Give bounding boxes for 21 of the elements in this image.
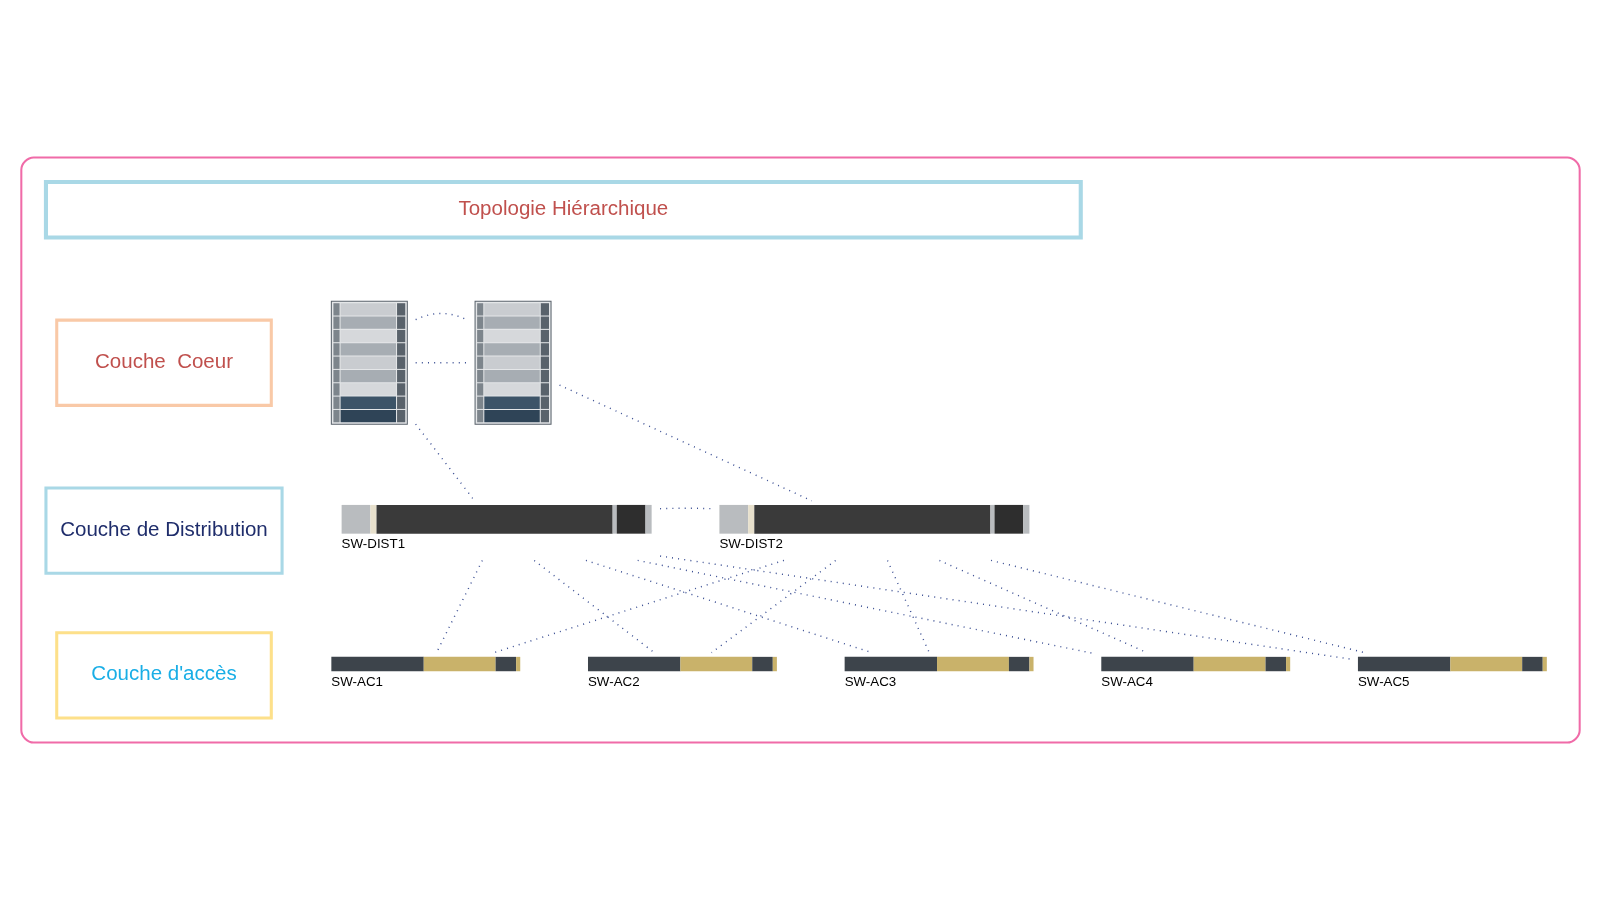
connector xyxy=(414,362,467,364)
node-box: Couche de Distribution xyxy=(43,486,284,575)
connector xyxy=(658,507,712,510)
node-box: Topologie Hiérarchique xyxy=(43,180,1083,240)
node-label: SW-AC1 xyxy=(330,674,383,690)
node-label: SW-DIST1 xyxy=(341,536,405,552)
connector xyxy=(533,559,655,654)
node-label: SW-AC4 xyxy=(1100,674,1153,690)
connector xyxy=(710,559,836,654)
connector xyxy=(636,559,1094,655)
node-label: SW-DIST2 xyxy=(718,536,783,552)
node-box: Couche d'accès xyxy=(54,631,273,720)
node-box: Couche Coeur xyxy=(54,318,273,407)
connector xyxy=(492,559,785,654)
node-label: SW-AC2 xyxy=(587,674,640,690)
connector xyxy=(658,555,1350,660)
node-label: SW-AC5 xyxy=(1357,674,1410,690)
connector xyxy=(886,559,930,654)
connector xyxy=(989,559,1365,654)
node-label: SW-AC3 xyxy=(844,674,896,690)
connector xyxy=(414,312,467,321)
